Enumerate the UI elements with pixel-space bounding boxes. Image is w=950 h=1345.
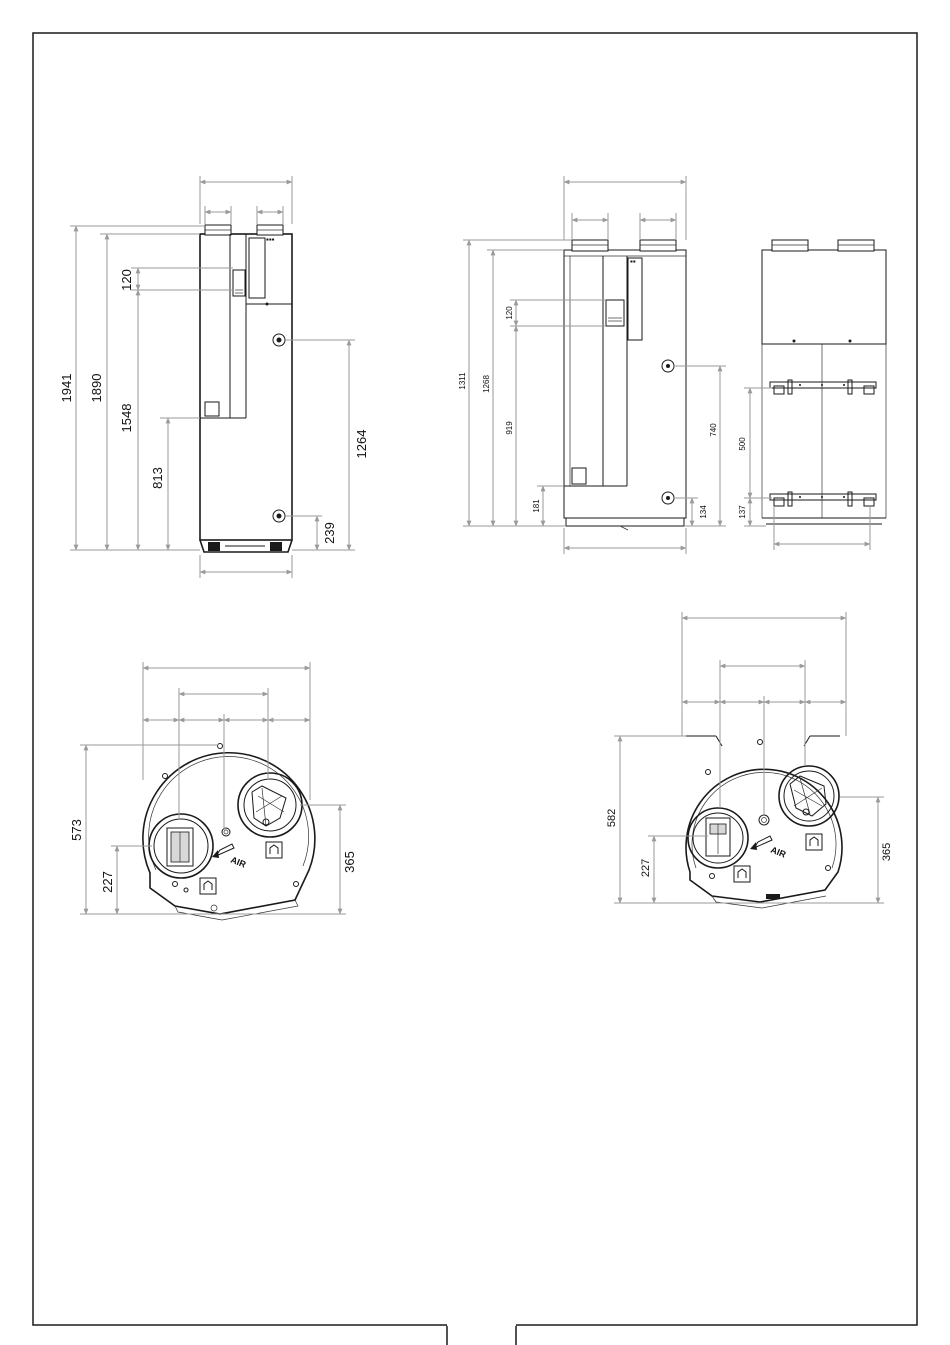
dim-120-b: 120 (505, 306, 514, 320)
svg-text:▪▪: ▪▪ (630, 257, 636, 266)
page-number-tab (447, 1325, 516, 1345)
side-view-2: 500 137 (738, 240, 886, 550)
dim-181: 181 (532, 499, 541, 513)
dim-500: 500 (738, 437, 747, 451)
dim-740: 740 (709, 423, 718, 437)
air-label-1: AIR (229, 855, 248, 870)
dim-1941: 1941 (59, 374, 74, 403)
dim-573: 573 (69, 819, 84, 841)
dim-813: 813 (150, 467, 165, 489)
dim-1548: 1548 (119, 404, 134, 433)
svg-text:▪▪▪: ▪▪▪ (266, 235, 275, 244)
dim-1264: 1264 (354, 430, 369, 459)
dim-137: 137 (738, 505, 747, 519)
dim-227: 227 (100, 871, 115, 893)
dim-1268: 1268 (482, 375, 491, 393)
wall-bracket-lower (770, 492, 876, 506)
dim-919: 919 (505, 421, 514, 435)
dim-365-b: 365 (881, 843, 893, 861)
air-label-2: AIR (769, 845, 788, 860)
dim-120: 120 (119, 269, 134, 291)
dim-582: 582 (606, 809, 618, 827)
front-view-2: ▪▪ 1311 1268 (458, 176, 726, 554)
dim-1311: 1311 (458, 372, 467, 390)
page-frame (33, 33, 917, 1325)
dim-365: 365 (342, 851, 357, 873)
dim-239: 239 (322, 522, 337, 544)
dim-134: 134 (699, 505, 708, 519)
top-view-2: AIR 582 227 365 (606, 612, 893, 908)
dim-1890: 1890 (89, 374, 104, 403)
top-view-1: AIR 573 227 365 (69, 662, 357, 920)
dim-227-b: 227 (640, 859, 652, 877)
wall-bracket-upper (770, 380, 876, 394)
front-view-1: ▪▪▪ (59, 176, 369, 578)
